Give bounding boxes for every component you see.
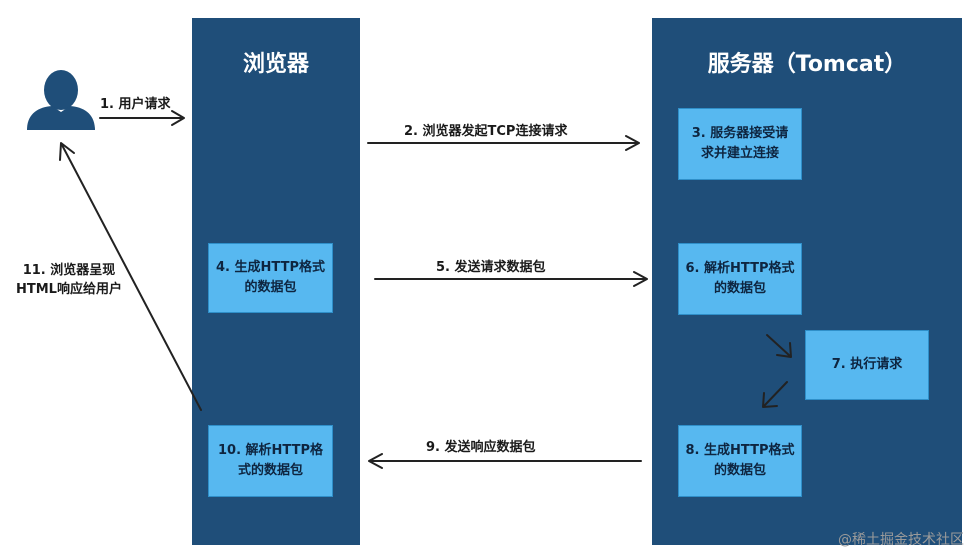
label-step-2: 2. 浏览器发起TCP连接请求: [404, 124, 568, 139]
step-box-8: 8. 生成HTTP格式 的数据包: [678, 425, 802, 497]
label-step-9: 9. 发送响应数据包: [426, 440, 536, 455]
watermark: @稀土掘金技术社区: [838, 532, 964, 548]
arrow-step-6-to-7: [766, 334, 792, 358]
label-step-5: 5. 发送请求数据包: [436, 260, 546, 275]
browser-column-title: 浏览器: [242, 52, 309, 77]
step-box-7: 7. 执行请求: [805, 330, 929, 400]
arrow-step-1: [99, 110, 185, 126]
step-box-3: 3. 服务器接受请 求并建立连接: [678, 108, 802, 180]
step-box-10: 10. 解析HTTP格 式的数据包: [208, 425, 333, 497]
arrow-step-5: [374, 271, 648, 287]
arrow-step-7-to-8: [762, 381, 788, 408]
label-step-1: 1. 用户请求: [100, 97, 171, 112]
step-box-4: 4. 生成HTTP格式 的数据包: [208, 243, 333, 313]
step-box-6: 6. 解析HTTP格式 的数据包: [678, 243, 802, 315]
user-silhouette-icon: [27, 70, 95, 130]
server-column-title: 服务器（Tomcat）: [707, 52, 907, 77]
label-step-11: 11. 浏览器呈现 HTML响应给用户: [16, 263, 122, 297]
arrow-step-11: [59, 142, 202, 411]
arrow-step-9: [368, 453, 642, 469]
arrow-step-2: [367, 135, 640, 151]
